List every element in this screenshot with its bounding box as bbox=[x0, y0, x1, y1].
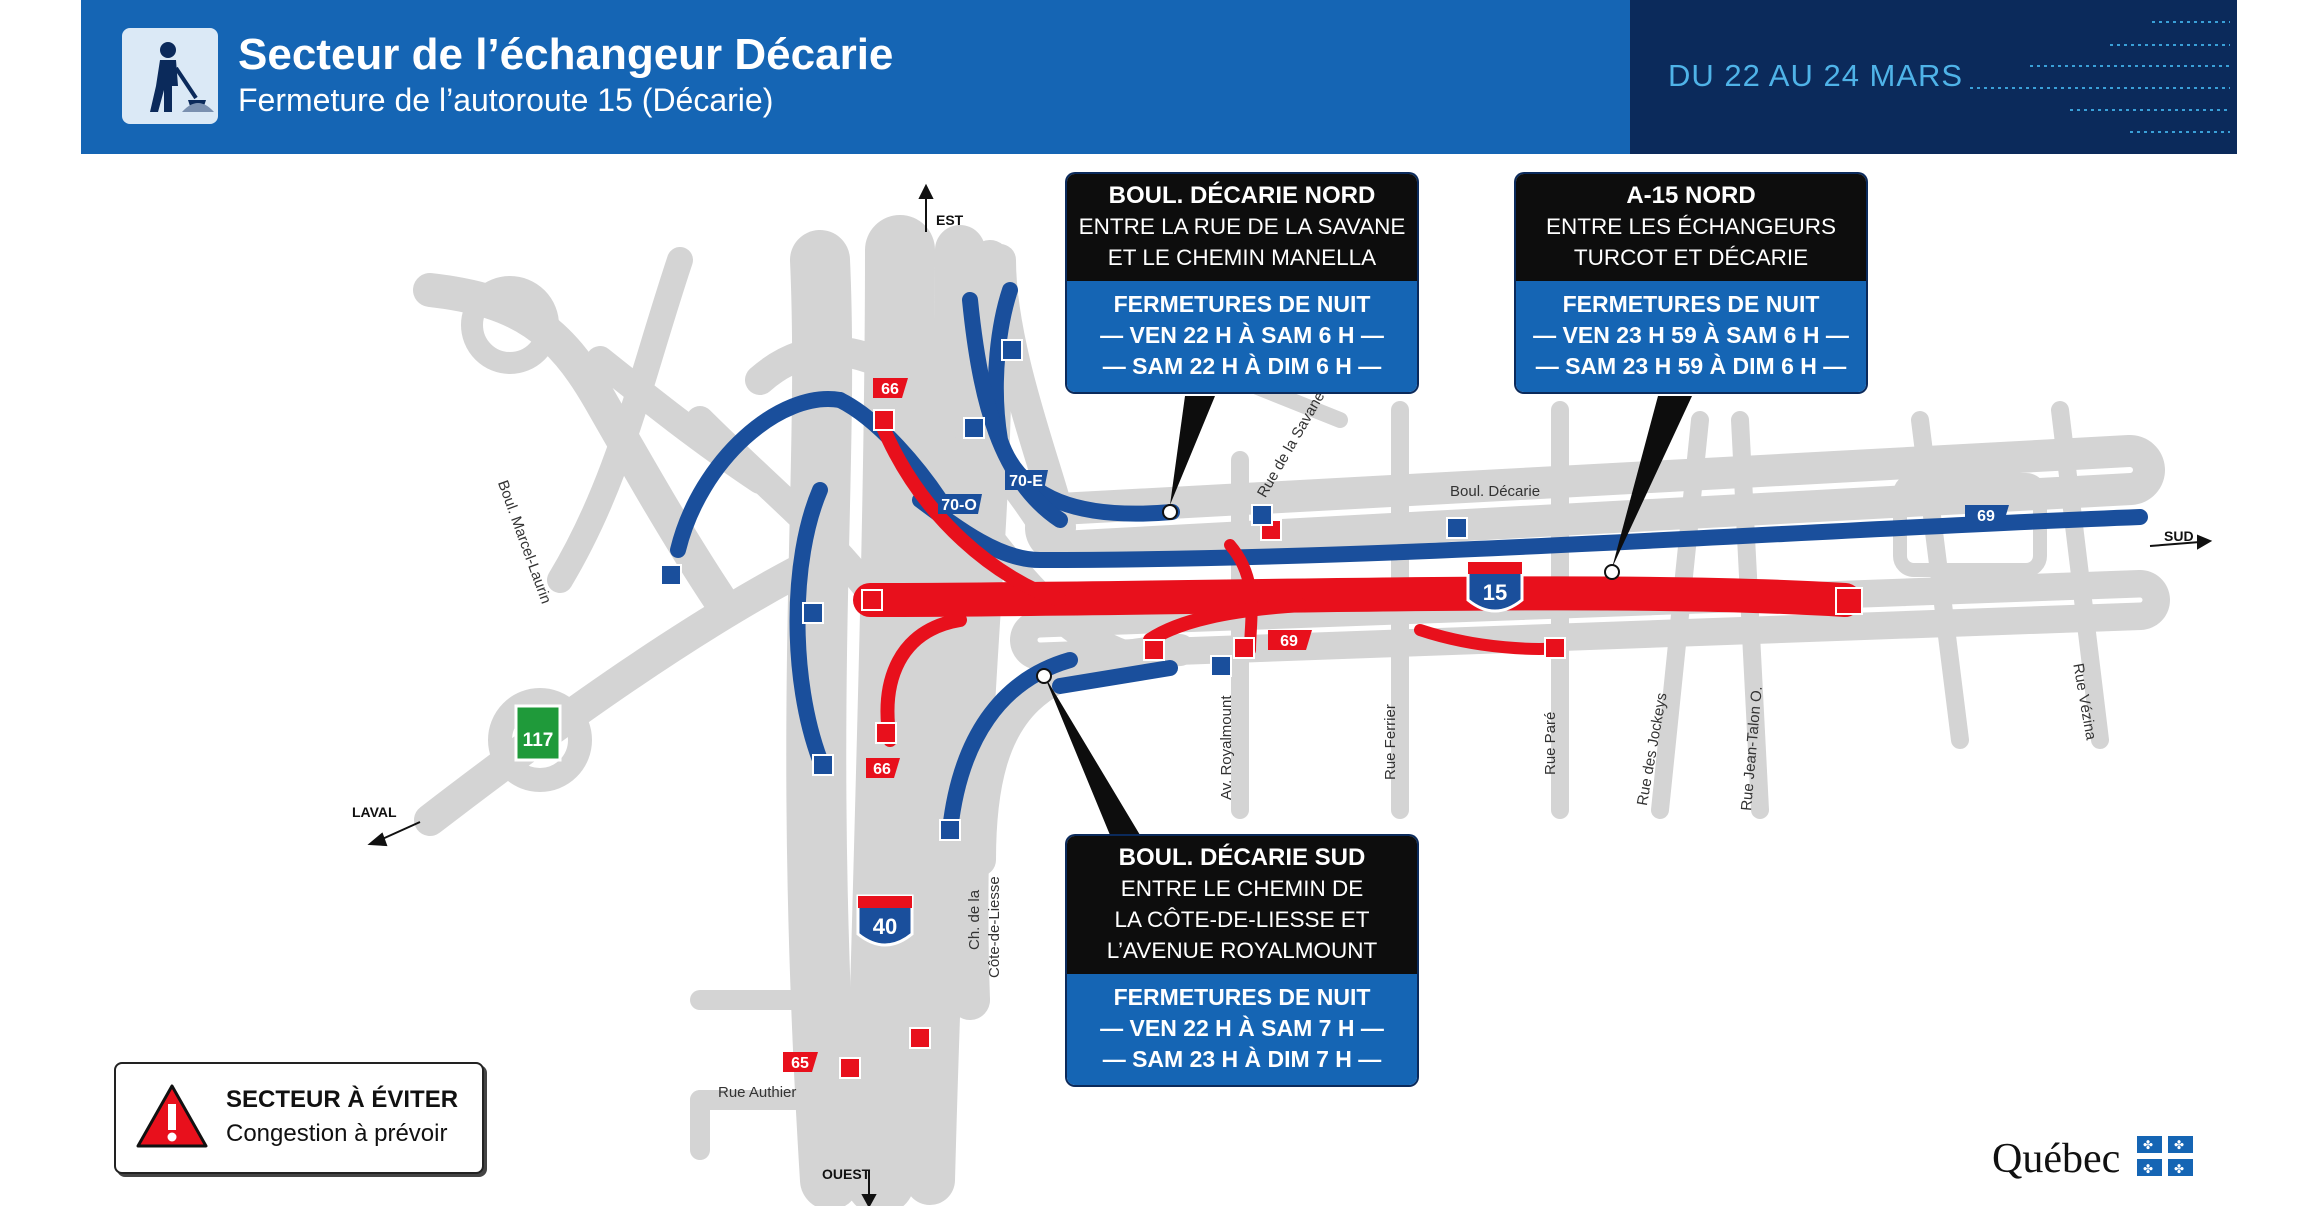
label-authier: Rue Authier bbox=[718, 1084, 797, 1101]
a15-number: 15 bbox=[1483, 580, 1507, 605]
legend-title: SECTEUR À ÉVITER bbox=[226, 1086, 459, 1113]
callout-closure-title: FERMETURES DE NUIT bbox=[1113, 984, 1371, 1010]
callout-location-line: ET LE CHEMIN MANELLA bbox=[1107, 245, 1377, 270]
callout-closure-title: FERMETURES DE NUIT bbox=[1113, 291, 1371, 317]
exit-70o: 70-O bbox=[941, 497, 977, 514]
callout-location-line: TURCOT ET DÉCARIE bbox=[1573, 245, 1809, 270]
a40-number: 40 bbox=[873, 914, 897, 939]
svg-text:✤: ✤ bbox=[2174, 1162, 2184, 1176]
r117-shield: 117 bbox=[514, 704, 562, 762]
a15-shield: 15 bbox=[1466, 560, 1524, 613]
direction-ouest: OUEST bbox=[822, 1166, 871, 1182]
quebec-logo: Québec ✤ ✤ ✤ ✤ bbox=[1992, 1135, 2193, 1183]
callout-location-line: L’AVENUE ROYALMOUNT bbox=[1106, 938, 1378, 963]
logo-text: Québec bbox=[1992, 1136, 2121, 1182]
page-title: Secteur de l’échangeur Décarie bbox=[238, 30, 894, 79]
label-cote-de-liesse-1: Ch. de la bbox=[966, 889, 983, 950]
callout-schedule-line: — SAM 23 H À DIM 7 H — bbox=[1102, 1046, 1382, 1072]
exit-70e: 70-E bbox=[1009, 473, 1043, 490]
callout-schedule-line: — SAM 23 H 59 À DIM 6 H — bbox=[1535, 353, 1847, 379]
callout-pointers bbox=[1036, 396, 1692, 835]
dotted-lines-decoration bbox=[1970, 21, 2230, 133]
svg-text:✤: ✤ bbox=[2174, 1138, 2184, 1152]
label-decarie: Boul. Décarie bbox=[1450, 483, 1541, 500]
callout-location-line: ENTRE LE CHEMIN DE bbox=[1120, 876, 1364, 901]
label-ferrier: Rue Ferrier bbox=[1382, 704, 1399, 780]
label-royalmount: Av. Royalmount bbox=[1218, 695, 1235, 801]
page-subtitle: Fermeture de l’autoroute 15 (Décarie) bbox=[238, 82, 774, 118]
exit-69-red: 69 bbox=[1280, 633, 1298, 650]
label-pare: Rue Paré bbox=[1542, 711, 1559, 775]
callout-closure-title: FERMETURES DE NUIT bbox=[1562, 291, 1820, 317]
callout-location-line: ENTRE LA RUE DE LA SAVANE bbox=[1078, 214, 1406, 239]
worker-digging-icon bbox=[122, 28, 218, 124]
closure-markers bbox=[660, 339, 1863, 1079]
direction-est: EST bbox=[936, 212, 964, 228]
quebec-flag-icon: ✤ ✤ ✤ ✤ bbox=[2136, 1136, 2193, 1176]
direction-sud: SUD bbox=[2164, 528, 2194, 544]
a40-shield: 40 bbox=[856, 894, 914, 947]
svg-text:✤: ✤ bbox=[2143, 1138, 2153, 1152]
r117-number: 117 bbox=[523, 730, 554, 751]
warning-icon bbox=[136, 1084, 208, 1148]
callout-location-line: LA CÔTE-DE-LIESSE ET bbox=[1114, 907, 1370, 932]
exit-69-blue: 69 bbox=[1977, 508, 1995, 525]
callout-heading: A-15 NORD bbox=[1626, 182, 1756, 209]
exit-65: 65 bbox=[791, 1055, 809, 1072]
legend-box: SECTEUR À ÉVITER Congestion à prévoir bbox=[114, 1062, 484, 1174]
direction-laval: LAVAL bbox=[352, 804, 397, 820]
callout-schedule-line: — VEN 22 H À SAM 7 H — bbox=[1100, 1015, 1384, 1041]
callout-location-line: ENTRE LES ÉCHANGEURS bbox=[1545, 214, 1837, 239]
callout-schedule-line: — SAM 22 H À DIM 6 H — bbox=[1102, 353, 1382, 379]
callout-heading: BOUL. DÉCARIE NORD bbox=[1108, 182, 1376, 209]
label-cote-de-liesse-2: Côte-de-Liesse bbox=[986, 876, 1003, 978]
exit-66-top: 66 bbox=[881, 381, 899, 398]
callout-decarie-nord: BOUL. DÉCARIE NORD ENTRE LA RUE DE LA SA… bbox=[1067, 174, 1417, 392]
callout-schedule-line: — VEN 22 H À SAM 6 H — bbox=[1100, 322, 1384, 348]
legend-subtitle: Congestion à prévoir bbox=[226, 1120, 448, 1147]
svg-text:✤: ✤ bbox=[2143, 1162, 2153, 1176]
header-date-panel bbox=[1630, 0, 2237, 154]
exit-66-bottom: 66 bbox=[873, 761, 891, 778]
date-range: DU 22 AU 24 MARS bbox=[1668, 58, 1964, 93]
callout-heading: BOUL. DÉCARIE SUD bbox=[1118, 844, 1366, 871]
callout-a15-nord: A-15 NORD ENTRE LES ÉCHANGEURS TURCOT ET… bbox=[1516, 174, 1866, 392]
callout-decarie-sud: BOUL. DÉCARIE SUD ENTRE LE CHEMIN DE LA … bbox=[1067, 836, 1417, 1085]
callout-schedule-line: — VEN 23 H 59 À SAM 6 H — bbox=[1533, 322, 1849, 348]
